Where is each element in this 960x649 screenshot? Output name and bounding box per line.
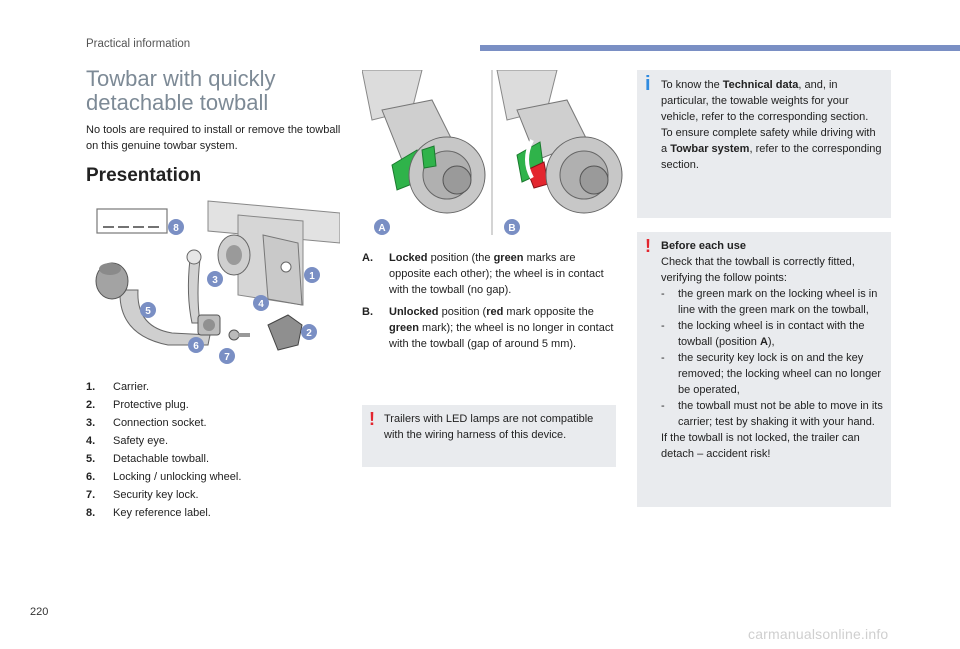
callout-3: 3 [212, 275, 218, 286]
parts-list: 1.Carrier. 2.Protective plug. 3.Connecti… [86, 378, 346, 522]
info-text: To know the Technical data, and, in part… [661, 79, 882, 171]
page-title: Towbar with quickly detachable towball [86, 66, 276, 115]
list-item: 1.Carrier. [86, 381, 150, 393]
warning-icon: ! [369, 409, 375, 429]
list-item: 2.Protective plug. [86, 399, 189, 411]
page-number: 220 [30, 606, 49, 618]
view-label-b: B [508, 223, 515, 234]
towbar-diagram: 1 2 3 4 5 6 7 8 [95, 200, 340, 364]
list-item: 8.Key reference label. [86, 507, 211, 519]
before-use-heading: Before each use [661, 240, 746, 252]
positions-list: A. Locked position (the green marks are … [362, 250, 616, 358]
info-box: i To know the Technical data, and, in pa… [637, 70, 891, 218]
list-item: -the security key lock is on and the key… [661, 352, 882, 396]
before-use-warning-box: ! Before each use Check that the towball… [637, 232, 891, 507]
section-header: Practical information [86, 38, 191, 50]
led-warning-box: ! Trailers with LED lamps are not compat… [362, 405, 616, 467]
position-b: B. Unlocked position (red mark opposite … [362, 306, 614, 350]
header-bar [480, 45, 960, 51]
callout-1: 1 [309, 271, 315, 282]
list-item: -the green mark on the locking wheel is … [661, 288, 878, 316]
callout-6: 6 [193, 341, 199, 352]
list-item: -the towball must not be able to move in… [661, 400, 883, 428]
list-item: 5.Detachable towball. [86, 453, 210, 465]
led-warning-text: Trailers with LED lamps are not compatib… [384, 413, 594, 441]
watermark: carmanualsonline.info [748, 626, 889, 642]
locked-view [362, 70, 486, 214]
locking-wheel-diagram: A B [362, 70, 623, 235]
callout-5: 5 [145, 306, 151, 317]
presentation-heading: Presentation [86, 165, 202, 186]
view-label-a: A [378, 223, 385, 234]
list-item: -the locking wheel is in contact with th… [661, 320, 865, 348]
callout-2: 2 [306, 328, 312, 339]
list-item: 6.Locking / unlocking wheel. [86, 471, 242, 483]
callout-4: 4 [258, 299, 264, 310]
info-icon: i [645, 73, 651, 95]
list-item: 3.Connection socket. [86, 417, 207, 429]
callout-8: 8 [173, 223, 179, 234]
position-a: A. Locked position (the green marks are … [362, 252, 604, 296]
intro-text: No tools are required to install or remo… [86, 124, 341, 152]
before-use-text: Before each use Check that the towball i… [661, 238, 887, 462]
list-item: 7.Security key lock. [86, 489, 199, 501]
unlocked-view [496, 70, 623, 214]
callout-7: 7 [224, 352, 230, 363]
list-item: 4.Safety eye. [86, 435, 169, 447]
warning-icon: ! [645, 236, 651, 256]
